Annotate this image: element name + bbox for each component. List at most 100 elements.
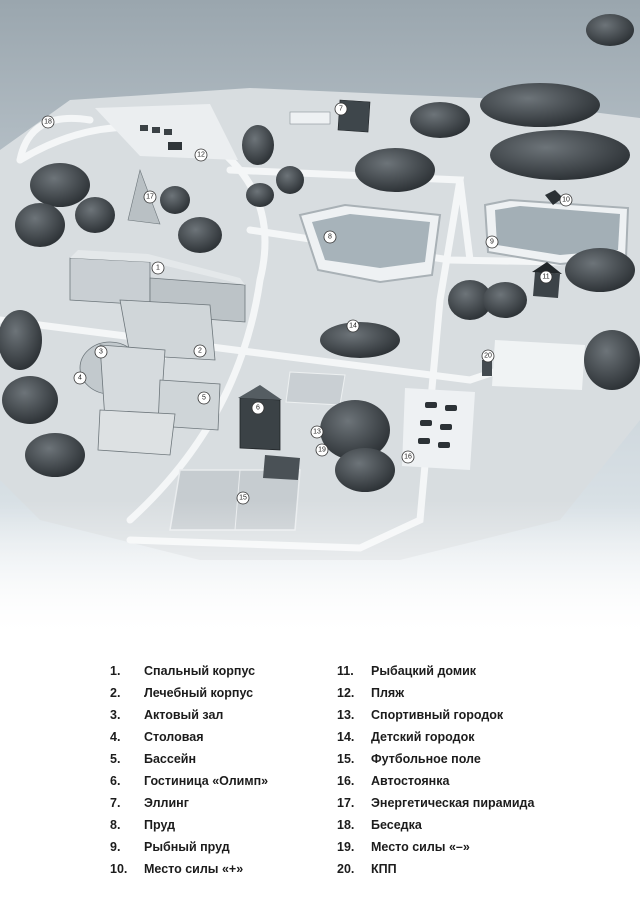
legend-number: 20. — [337, 862, 355, 876]
marker-10: 10 — [559, 193, 573, 207]
legend-item: 20. КПП — [337, 858, 607, 880]
legend-item: 1. Спальный корпус — [110, 660, 380, 682]
legend-item: 4. Столовая — [110, 726, 380, 748]
legend-item: 16. Автостоянка — [337, 770, 607, 792]
legend-item: 15. Футбольное поле — [337, 748, 607, 770]
marker-18: 18 — [41, 115, 55, 129]
legend-item: 6. Гостиница «Олимп» — [110, 770, 380, 792]
marker-16: 16 — [401, 450, 415, 464]
legend-number: 9. — [110, 840, 121, 854]
legend-number: 16. — [337, 774, 355, 788]
legend-item: 12.Пляж — [337, 682, 607, 704]
svg-text:12: 12 — [197, 152, 205, 159]
svg-text:15: 15 — [239, 495, 247, 502]
svg-text:18: 18 — [44, 119, 52, 126]
legend-number: 19. — [337, 840, 355, 854]
marker-20: 20 — [481, 349, 495, 363]
legend-item: 14. Детский городок — [337, 726, 607, 748]
legend-label: Бассейн — [144, 752, 197, 766]
svg-text:14: 14 — [349, 323, 357, 330]
svg-text:6: 6 — [256, 405, 260, 412]
marker-4: 4 — [73, 371, 87, 385]
legend-number: 3. — [110, 708, 121, 722]
legend-number: 11. — [337, 664, 354, 678]
legend-item: 2.Лечебный корпус — [110, 682, 380, 704]
legend-number: 18. — [337, 818, 355, 832]
legend-label: Рыбацкий домик — [371, 664, 477, 678]
legend-number: 5. — [110, 752, 121, 766]
sports-ground — [285, 371, 346, 406]
legend-label: Автостоянка — [371, 774, 450, 788]
snow-fade — [0, 500, 640, 640]
legend-label: Спальный корпус — [144, 664, 256, 678]
map-legend: 1. Спальный корпус 2.Лечебный корпус 3. Ак… — [0, 660, 640, 900]
pond-8-water — [312, 214, 430, 268]
svg-text:11: 11 — [542, 274, 549, 281]
legend-number: 7. — [110, 796, 121, 810]
svg-text:16: 16 — [404, 454, 412, 461]
marker-8: 8 — [323, 230, 337, 244]
legend-item: 7. Эллинг — [110, 792, 380, 814]
legend-item: 5. Бассейн — [110, 748, 380, 770]
marker-14: 14 — [346, 319, 360, 333]
legend-column-right: 11. Рыбацкий домик 12.Пляж 13.Спортивный … — [337, 660, 607, 880]
svg-text:2: 2 — [198, 348, 202, 355]
marker-6: 6 — [251, 401, 265, 415]
legend-item: 9. Рыбный пруд — [110, 836, 380, 858]
marker-2: 2 — [193, 344, 207, 358]
marker-5: 5 — [197, 391, 211, 405]
legend-number: 6. — [110, 774, 121, 788]
open-lot — [492, 340, 585, 390]
legend-item: 13.Спортивный городок — [337, 704, 607, 726]
legend-label: Место силы «–» — [371, 840, 470, 854]
legend-item: 8.Пруд — [110, 814, 380, 836]
site-map: 1 2 3 4 5 6 7 8 9 10 11 12 13 14 15 16 1… — [0, 0, 640, 640]
svg-text:13: 13 — [313, 429, 321, 436]
legend-number: 17. — [337, 796, 355, 810]
legend-item: 18. Беседка — [337, 814, 607, 836]
svg-text:17: 17 — [146, 194, 154, 201]
legend-label: Пляж — [371, 686, 405, 700]
map-markers: 1 2 3 4 5 6 7 8 9 10 11 12 13 14 15 16 1… — [41, 102, 573, 505]
legend-item: 11. Рыбацкий домик — [337, 660, 607, 682]
legend-label: Место силы «+» — [144, 862, 244, 876]
legend-label: Футбольное поле — [371, 752, 481, 766]
legend-item: 19. Место силы «–» — [337, 836, 607, 858]
trees — [0, 14, 640, 492]
marker-3: 3 — [94, 345, 108, 359]
legend-label: Гостиница «Олимп» — [144, 774, 269, 788]
pond-9-water — [495, 206, 620, 255]
marker-1: 1 — [151, 261, 165, 275]
svg-text:19: 19 — [318, 447, 326, 454]
marker-7: 7 — [334, 102, 348, 116]
marker-15: 15 — [236, 491, 250, 505]
legend-number: 8. — [110, 818, 121, 832]
site-map-illustration: 1 2 3 4 5 6 7 8 9 10 11 12 13 14 15 16 1… — [0, 0, 640, 640]
legend-number: 4. — [110, 730, 121, 744]
legend-label: Беседка — [371, 818, 422, 832]
svg-text:20: 20 — [484, 353, 492, 360]
svg-text:9: 9 — [490, 239, 494, 246]
legend-label: Актовый зал — [144, 708, 224, 722]
legend-label: Столовая — [144, 730, 204, 744]
legend-number: 13. — [337, 708, 355, 722]
marker-19: 19 — [315, 443, 329, 457]
legend-item: 10. Место силы «+» — [110, 858, 380, 880]
marker-9: 9 — [485, 235, 499, 249]
marker-12: 12 — [194, 148, 208, 162]
legend-label: Детский городок — [371, 730, 475, 744]
marker-13: 13 — [310, 425, 324, 439]
svg-text:5: 5 — [202, 395, 206, 402]
legend-label: Рыбный пруд — [144, 840, 230, 854]
legend-number: 10. — [110, 862, 128, 876]
legend-label: Эллинг — [144, 796, 189, 810]
legend-number: 14. — [337, 730, 355, 744]
svg-text:1: 1 — [156, 265, 160, 272]
svg-text:3: 3 — [99, 349, 103, 356]
marker-11: 11 — [539, 270, 553, 284]
legend-label: КПП — [371, 862, 397, 876]
legend-number: 1. — [110, 664, 121, 678]
legend-label: Энергетическая пирамида — [371, 796, 535, 810]
legend-number: 15. — [337, 752, 355, 766]
svg-text:7: 7 — [339, 106, 343, 113]
